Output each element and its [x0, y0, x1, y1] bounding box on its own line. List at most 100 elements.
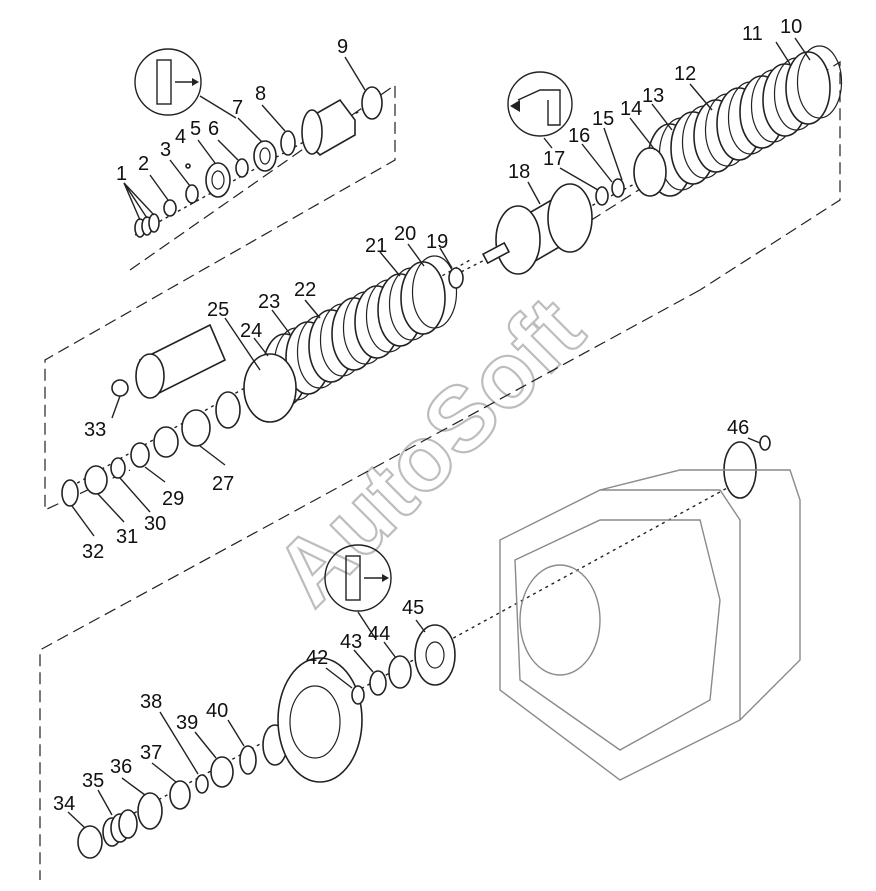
leader-37	[151, 762, 177, 783]
callout-1: 1	[116, 163, 127, 185]
leader-1c	[123, 182, 155, 216]
leader-3	[169, 159, 191, 187]
transmission-housing	[499, 469, 801, 781]
part-18-shaft	[481, 241, 511, 265]
leader-25	[224, 317, 261, 371]
part-45	[414, 624, 456, 686]
callout-4: 4	[175, 126, 186, 148]
part-8	[280, 130, 296, 156]
arrow-head-icon	[192, 78, 199, 86]
housing-flange	[514, 519, 721, 751]
callout-3: 3	[160, 139, 171, 161]
leader-30	[119, 477, 151, 513]
bearing-callout-circle	[134, 48, 202, 116]
callout-36: 36	[110, 756, 132, 778]
callout-33: 33	[84, 419, 106, 441]
leader-16	[581, 143, 613, 183]
callout-34: 34	[53, 793, 75, 815]
callout-31: 31	[116, 526, 138, 548]
leader-12	[689, 83, 713, 111]
part-8-drum-face	[301, 109, 323, 155]
callout-15: 15	[592, 108, 614, 130]
leader-14	[629, 117, 656, 151]
middle-small-parts	[61, 267, 464, 507]
callout-44: 44	[368, 623, 390, 645]
leader-7-bubble	[199, 95, 237, 119]
leader-31	[97, 493, 125, 523]
part-42	[351, 685, 365, 705]
tool-arrow-icon	[510, 100, 520, 112]
part-35c	[118, 809, 138, 839]
callout-6: 6	[208, 118, 219, 140]
leader-39	[194, 731, 217, 759]
right-small-parts	[595, 147, 667, 206]
ring-gear-hub	[289, 685, 341, 759]
part-29	[130, 442, 150, 468]
leader-8	[261, 104, 286, 132]
callout-42: 42	[306, 647, 328, 669]
part-36	[137, 792, 163, 830]
leader-36	[121, 777, 146, 796]
leader-18	[527, 181, 541, 205]
callout-39: 39	[176, 712, 198, 734]
hub-assembly	[481, 183, 593, 275]
callout-30: 30	[144, 513, 166, 535]
callout-35: 35	[82, 770, 104, 792]
leader-45	[415, 619, 426, 633]
part-24-disc	[243, 353, 297, 423]
part-32	[61, 479, 79, 507]
leader-2	[149, 174, 169, 201]
callout-11: 11	[742, 23, 763, 45]
part-27	[181, 409, 211, 447]
part-17	[595, 186, 609, 206]
leader-32	[71, 505, 95, 537]
part-34	[77, 825, 103, 859]
bottom-parts	[77, 435, 771, 859]
tool-callout-circle	[507, 71, 573, 137]
leader-27	[199, 445, 226, 466]
part-16	[611, 178, 625, 198]
part-28	[153, 426, 179, 458]
callout-20: 20	[394, 223, 416, 245]
leader-44-bubble	[357, 611, 376, 639]
callout-38: 38	[140, 691, 162, 713]
callout-7: 7	[232, 97, 243, 119]
part-5-bore	[211, 170, 225, 190]
part-39	[210, 756, 234, 788]
part-33	[111, 379, 129, 397]
callout-12: 12	[674, 63, 696, 85]
part-9	[361, 86, 383, 120]
callout-10: 10	[780, 16, 802, 38]
part-6	[235, 158, 249, 178]
callout-5: 5	[190, 118, 201, 140]
boundary-upper-left	[44, 83, 396, 511]
callout-40: 40	[206, 700, 228, 722]
leader-43	[353, 649, 374, 673]
callout-21: 21	[365, 235, 387, 257]
leader-20	[407, 243, 425, 267]
leader-44	[383, 641, 397, 659]
part-4	[185, 163, 191, 169]
clutch-pack-middle	[262, 255, 458, 407]
leader-42	[325, 667, 353, 689]
part-15	[633, 147, 667, 197]
tool-note-right	[507, 71, 573, 137]
leader-lines	[67, 37, 811, 829]
boundary-middle	[39, 289, 701, 880]
leader-34	[67, 811, 86, 829]
part-31	[84, 465, 108, 495]
part-40	[239, 745, 257, 775]
bearing-callout-circle-bottom	[324, 544, 392, 612]
leader-7	[237, 117, 263, 143]
part-19	[448, 267, 464, 289]
callout-32: 32	[82, 541, 104, 563]
part-45-bore	[425, 641, 445, 669]
part-7	[253, 140, 277, 172]
leader-9	[344, 56, 366, 91]
leader-29	[144, 466, 166, 483]
housing-bore	[519, 564, 601, 676]
clutch-right-plate	[796, 45, 843, 119]
callout-2: 2	[138, 153, 149, 175]
part-1c	[148, 213, 160, 233]
callout-46: 46	[727, 417, 749, 439]
